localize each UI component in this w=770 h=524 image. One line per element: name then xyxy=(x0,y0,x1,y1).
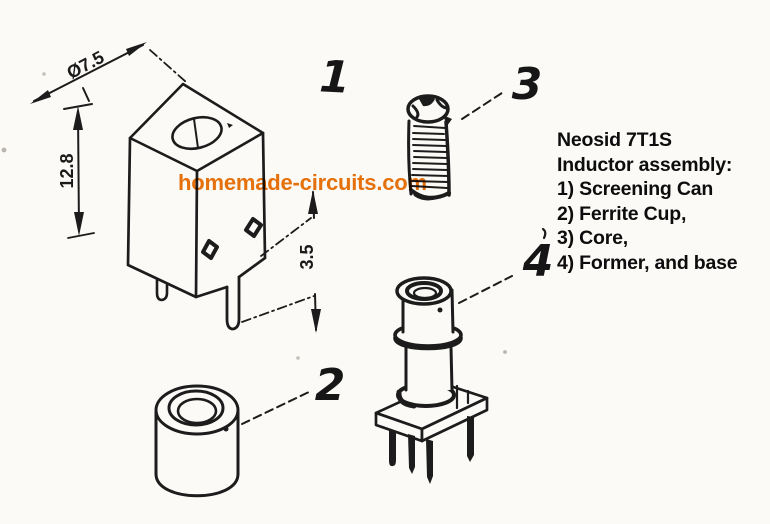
watermark-text: homemade-circuits.com xyxy=(178,170,427,195)
dimension-pin-length: 3.5 xyxy=(241,190,321,333)
can-left-face-edges xyxy=(126,136,199,299)
core-drawing xyxy=(406,90,506,201)
can-side-hole-rear xyxy=(244,217,263,238)
can-right-face-edges xyxy=(194,131,267,299)
cup-leader-line xyxy=(241,390,312,425)
part-number-core: 3 xyxy=(512,59,543,110)
caption-title: Neosid 7T1S xyxy=(557,129,672,151)
can-top-face xyxy=(128,82,265,173)
caption-item-1: 1) Screening Can xyxy=(557,178,714,200)
caption-item-2: 2) Ferrite Cup, xyxy=(557,202,687,225)
part-number-ferrite-cup: 2 xyxy=(315,360,346,411)
former-drawing xyxy=(374,275,513,484)
former-leader-line xyxy=(458,275,513,304)
former-base-front-right xyxy=(420,396,489,443)
can-right-leg xyxy=(225,275,241,331)
scan-speckles xyxy=(1,72,547,360)
part-number-screening-can: 1 xyxy=(318,51,351,104)
can-side-hole-front xyxy=(201,239,219,260)
dimension-can-height: 12.8 xyxy=(57,103,95,239)
screening-can-drawing xyxy=(126,82,267,331)
dim-pin-length-label: 3.5 xyxy=(297,244,317,269)
dimension-can-width: Ø7.5 xyxy=(30,42,187,104)
part-number-former: 4 xyxy=(522,236,554,287)
dim-can-height-label: 12.8 xyxy=(57,153,77,188)
caption-item-4: 4) Former, and base xyxy=(557,251,738,274)
dim-can-width-label: Ø7.5 xyxy=(63,47,107,83)
caption-subtitle: Inductor assembly: xyxy=(557,153,733,176)
ferrite-cup-drawing xyxy=(154,384,312,498)
caption-block: Neosid 7T1S Inductor assembly: 1) Screen… xyxy=(557,128,738,275)
former-pins xyxy=(389,416,474,484)
can-left-leg xyxy=(155,278,169,302)
core-leader-line xyxy=(461,90,506,120)
caption-item-3: 3) Core, xyxy=(557,227,629,249)
core-threads xyxy=(411,125,449,189)
